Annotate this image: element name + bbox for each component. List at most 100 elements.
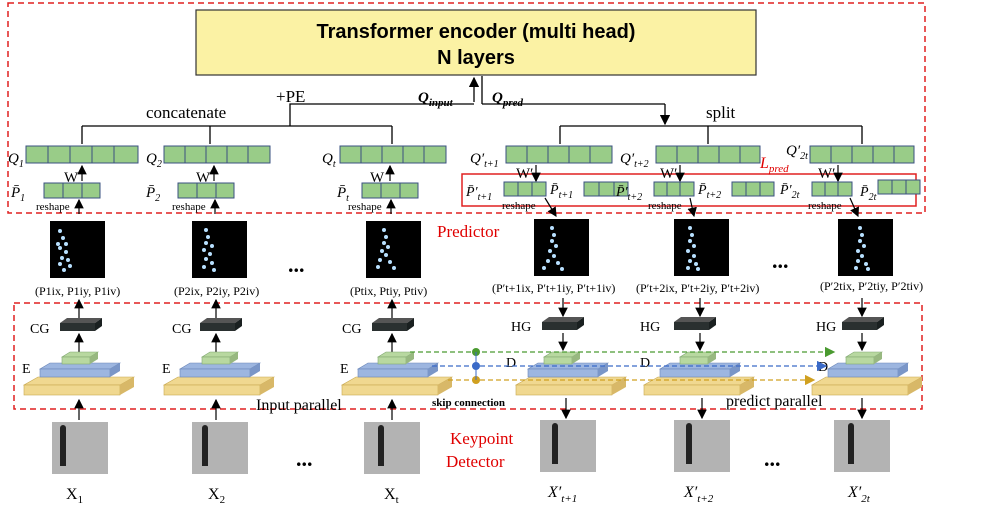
q-label: Qt: [322, 151, 336, 170]
coords-label: (P′t+1ix, P′t+1iy, P′t+1iv): [492, 281, 615, 295]
w-label: W: [370, 170, 385, 186]
q-pred-label: Qpred: [492, 90, 524, 109]
input-column-2: Q2 W P̄2 reshape (P2ix, P2iy, P2iv) CG E: [145, 145, 276, 506]
d-label: D: [640, 356, 650, 371]
input-column-1: Q1 W P̄1 reshape (P1ix, P1iy, P1iv) CG E: [8, 145, 139, 506]
coords-label: (Ptix, Ptiy, Ptiv): [350, 284, 427, 298]
x-label: X2: [208, 486, 225, 506]
p-gt-vector: [877, 179, 921, 195]
x-label: X′t+2: [683, 484, 714, 505]
keypoint-label-line2: Detector: [446, 452, 505, 471]
predictor-label: Predictor: [437, 222, 500, 241]
q-input-label: Qinput: [418, 90, 454, 109]
q-label: Q2: [146, 151, 162, 170]
encoder-stack: [22, 351, 136, 396]
reshape-label: reshape: [36, 201, 70, 213]
predict-parallel-label: predict parallel: [726, 393, 823, 410]
ellipsis-top-input: ...: [288, 252, 305, 277]
reshape-label: reshape: [502, 200, 536, 212]
d-label: D: [818, 360, 828, 375]
p-vector: [361, 182, 419, 199]
encoder-stack: [340, 351, 454, 396]
p-vector: [811, 181, 853, 197]
coords-label: (P′2tix, P′2tiy, P′2tiv): [820, 279, 923, 293]
skip-connection-label: skip connection: [432, 397, 505, 409]
p-vector: [653, 181, 695, 197]
cg-box: [200, 318, 242, 331]
e-label: E: [22, 362, 31, 377]
hg-box: [842, 317, 884, 330]
cg-label: CG: [30, 322, 49, 337]
p-label: P̄2: [145, 185, 160, 204]
p-label: P̄′2t: [779, 183, 800, 201]
p-gt-vector: [583, 181, 629, 197]
skip-connections: [410, 346, 836, 386]
pred-column-1: Q′t+1 W′ P̄′t+1 P̄t+1 reshape (P′t+1ix, …: [465, 145, 629, 505]
q-vector: [809, 145, 915, 164]
keypoint-image: [674, 219, 729, 276]
detector-region: [13, 302, 923, 410]
w-label: W: [196, 170, 211, 186]
ellipsis-top-pred: ...: [772, 248, 789, 273]
split-label: split: [706, 103, 736, 122]
q-vector: [655, 145, 761, 164]
ellipsis-bottom-input: ...: [296, 446, 313, 471]
predictor-region: [7, 2, 926, 214]
p-gt-label: P̄2t: [859, 185, 877, 203]
cg-box: [372, 318, 414, 331]
ellipsis-bottom-pred: ...: [764, 446, 781, 471]
p-label: P̄′t+1: [465, 185, 492, 203]
p-label: P̄t: [336, 185, 349, 204]
coords-label: (P′t+2ix, P′t+2iy, P′t+2iv): [636, 281, 759, 295]
w-label: W′: [516, 166, 533, 182]
x-label: Xt: [384, 486, 399, 506]
encoder-title-line2: N layers: [437, 47, 515, 69]
reshape-label: reshape: [348, 201, 382, 213]
x-label: X′2t: [847, 484, 871, 505]
input-column-t: Qt W P̄t reshape (Ptix, Ptiy, Ptiv) CG E: [322, 145, 454, 506]
coords-label: (P2ix, P2iy, P2iv): [174, 284, 259, 298]
l-pred-label: Lpred: [759, 155, 789, 175]
x-label: X1: [66, 486, 83, 506]
transformer-encoder-box: [195, 9, 757, 76]
p-label: P̄1: [10, 185, 25, 204]
e-label: E: [162, 362, 171, 377]
input-parallel-label: Input parallel: [256, 397, 342, 414]
pred-column-2t: Q′2t W′ P̄′2t P̄2t reshape (P′2tix, P′2t…: [779, 143, 924, 505]
concatenate-tree: [289, 103, 474, 112]
keypoint-label-line1: Keypoint: [450, 429, 514, 448]
encoder-title-line1: Transformer encoder (multi head): [317, 21, 636, 43]
cg-label: CG: [342, 322, 361, 337]
w-label: W′: [660, 166, 677, 182]
decoder-stack: [810, 351, 924, 396]
w-label: W′: [818, 166, 835, 182]
p-gt-vector: [731, 181, 775, 197]
q-label: Q′2t: [786, 143, 808, 162]
d-label: D: [506, 356, 516, 371]
x-label: X′t+1: [547, 484, 577, 505]
p-gt-label: P̄t+2: [697, 183, 721, 201]
cg-label: CG: [172, 322, 191, 337]
encoder-stack: [162, 351, 276, 396]
decoder-stack: [514, 351, 628, 396]
p-vector: [503, 181, 547, 197]
reshape-label: reshape: [648, 200, 682, 212]
reshape-label: reshape: [172, 201, 206, 213]
q-label: Q′t+2: [620, 151, 649, 170]
hg-box: [542, 317, 584, 330]
pe-label: +PE: [276, 87, 305, 106]
keypoint-image: [192, 221, 247, 278]
keypoint-image: [50, 221, 105, 278]
q-vector: [25, 145, 139, 164]
w-label: W: [64, 170, 79, 186]
q-vector: [339, 145, 447, 164]
coords-label: (P1ix, P1iy, P1iv): [35, 284, 120, 298]
hg-box: [674, 317, 716, 330]
q-label: Q1: [8, 151, 24, 170]
pred-column-2: Q′t+2 W′ P̄′t+2 P̄t+2 reshape (P′t+2ix, …: [615, 145, 775, 505]
cg-box: [60, 318, 102, 331]
q-label: Q′t+1: [470, 151, 499, 170]
keypoint-image: [838, 219, 893, 276]
p-gt-label: P̄t+1: [549, 183, 573, 201]
